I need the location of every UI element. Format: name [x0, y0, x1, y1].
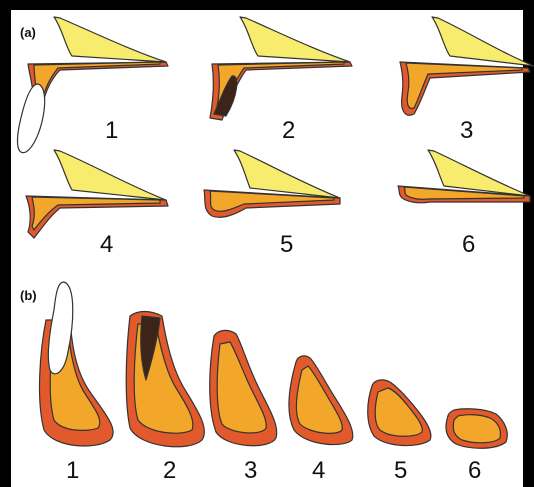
- panel-b-stage-4-diagram: [289, 356, 353, 445]
- panel-b-stage-6-diagram: [446, 409, 507, 448]
- panel-b-stage-1-number: 1: [66, 457, 79, 484]
- panel-b-stage-5-diagram: [368, 380, 431, 446]
- panel-a-stage-1-number: 1: [105, 117, 118, 144]
- panel-a-stage-6-diagram: [398, 150, 530, 203]
- panel-a-stage-4-diagram: [26, 150, 168, 238]
- panel-b-stage-6-number: 6: [468, 457, 481, 484]
- panel-a-label: (a): [20, 25, 36, 40]
- panel-a-stage-5-diagram: [204, 150, 340, 217]
- panel-b-stage-4-number: 4: [312, 457, 325, 484]
- panel-a-stage-4-number: 4: [100, 231, 113, 258]
- frame-left-bar: [0, 0, 11, 487]
- panel-a-stage-6-number: 6: [462, 231, 475, 258]
- panel-b-stage-2-number: 2: [163, 457, 176, 484]
- panel-b-stage-5-number: 5: [394, 457, 407, 484]
- panel-b-stage-1-diagram: [40, 282, 114, 446]
- panel-b-stage-3-number: 3: [244, 457, 257, 484]
- panel-a-stage-5-number: 5: [280, 231, 293, 258]
- frame-right-bar: [523, 0, 534, 487]
- frame-top-bar: [0, 0, 534, 10]
- panel-a-stage-3-diagram: [400, 17, 534, 115]
- panel-a-stage-2-diagram: [210, 17, 352, 120]
- panel-a-stage-2-number: 2: [282, 117, 295, 144]
- panel-b-stage-2-diagram: [126, 312, 204, 447]
- panel-a-stage-1-diagram: [18, 17, 168, 153]
- panel-b-label: (b): [20, 288, 37, 303]
- panel-a-stage-3-number: 3: [460, 117, 473, 144]
- panel-b-stage-3-diagram: [210, 330, 277, 445]
